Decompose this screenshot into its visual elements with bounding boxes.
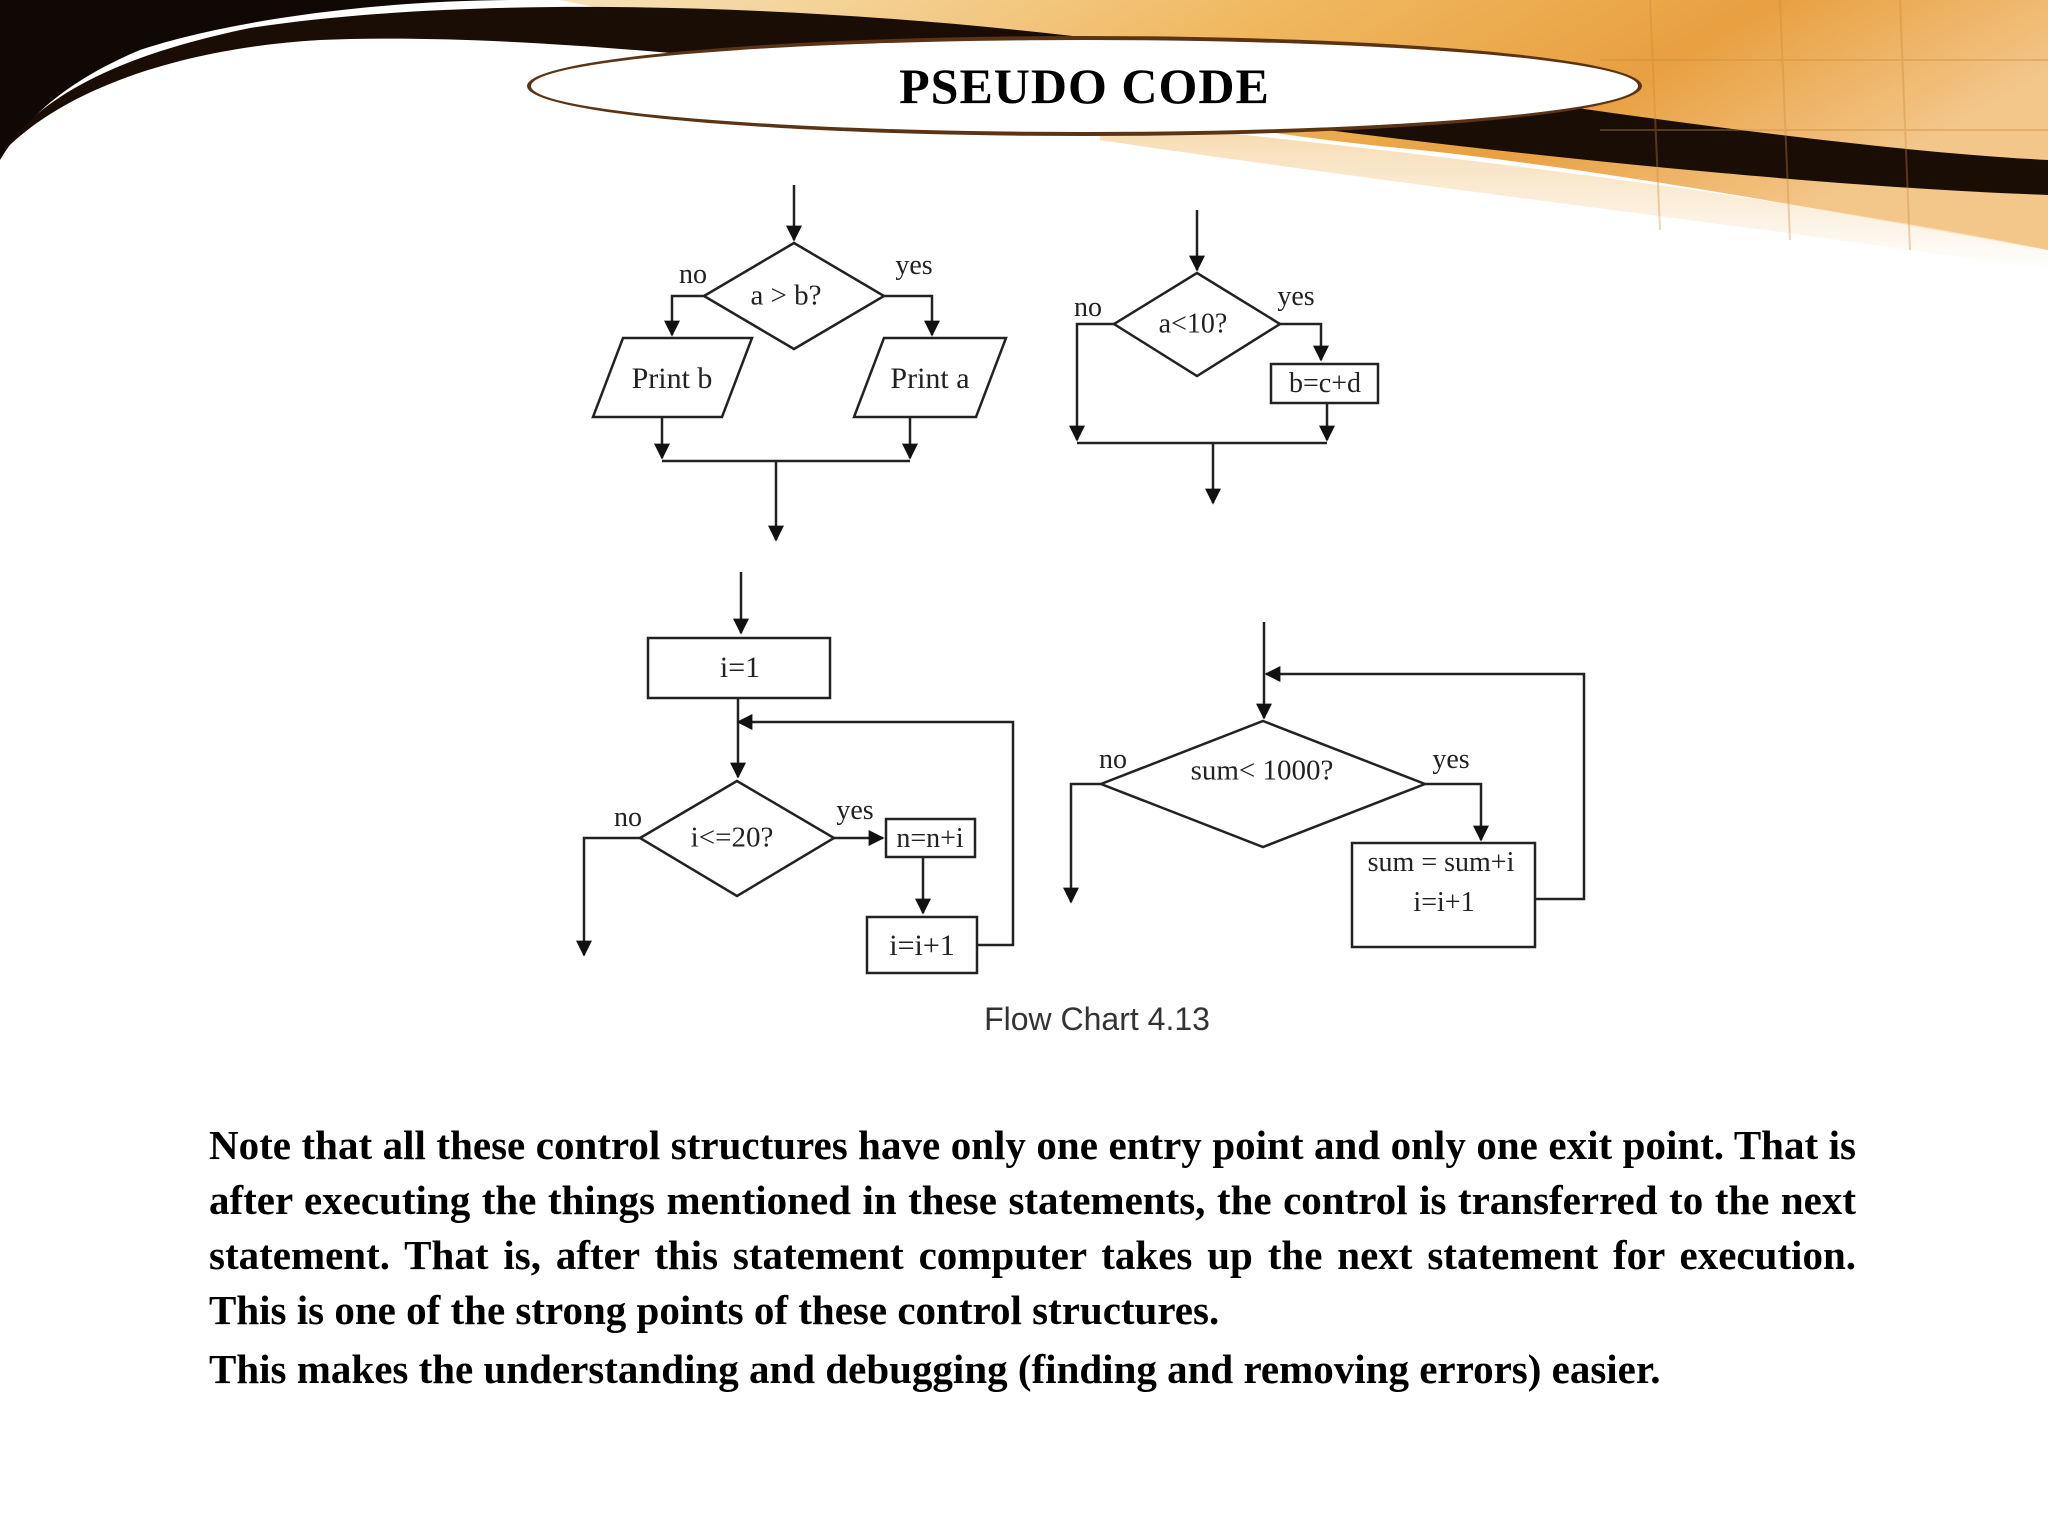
body-text: Note that all these control structures h… xyxy=(209,1118,1856,1397)
if-else-flowchart xyxy=(591,185,1008,542)
if-only-yes-branch xyxy=(1280,322,1329,362)
for-loop-flowchart xyxy=(576,572,1015,975)
paragraph-debugging: This makes the understanding and debuggi… xyxy=(209,1346,1661,1392)
while-loop-decision-label: sum< 1000? xyxy=(1191,755,1334,787)
for-loop-labels: i=1 i<=20? no yes n=n+i i=i+1 xyxy=(614,651,964,962)
i-equals-i-plus-1-box xyxy=(865,915,979,975)
if-only-decision-label: a<10? xyxy=(1159,308,1228,339)
for-loop-decision-diamond xyxy=(637,779,837,898)
if-else-decision-diamond xyxy=(701,241,887,351)
banner-texture xyxy=(1600,0,2048,251)
while-loop-yes-label: yes xyxy=(1432,744,1469,775)
flowchart-caption: Flow Chart 4.13 xyxy=(984,1001,1210,1037)
while-loop-body-line2: i=i+1 xyxy=(1413,887,1474,918)
print-b-label: Print b xyxy=(632,362,713,395)
n-equals-n-plus-i-box xyxy=(884,817,977,859)
banner-dark-arc xyxy=(0,6,2048,195)
for-loop-increment-label: i=i+1 xyxy=(889,929,955,962)
if-only-decision-diamond xyxy=(1111,271,1283,378)
print-b-parallelogram xyxy=(591,336,754,419)
if-only-labels: a<10? no yes b=c+d xyxy=(1074,281,1361,399)
print-a-label: Print a xyxy=(890,362,969,395)
for-loop-decision-label: i<=20? xyxy=(691,822,774,854)
if-else-yes-branch xyxy=(884,294,940,337)
while-loop-body-box xyxy=(1350,841,1537,949)
banner-gold-fade xyxy=(1100,120,2048,270)
for-loop-init-label: i=1 xyxy=(720,651,760,684)
if-only-yes-box-label: b=c+d xyxy=(1289,368,1361,399)
title-oval: PSEUDO CODE xyxy=(527,36,1642,136)
while-loop-no-branch xyxy=(1063,782,1101,904)
if-else-no-branch xyxy=(664,294,704,337)
page-title: PSEUDO CODE xyxy=(899,58,1270,114)
while-loop-flowchart xyxy=(1063,622,1586,949)
while-loop-decision-diamond xyxy=(1097,719,1429,849)
if-else-no-label: no xyxy=(679,259,707,290)
while-loop-yes-branch xyxy=(1425,782,1489,842)
while-loop-labels: sum< 1000? no yes sum = sum+i i=i+1 xyxy=(1099,744,1515,918)
if-only-no-label: no xyxy=(1074,292,1102,323)
for-loop-body-label: n=n+i xyxy=(896,823,964,854)
if-else-yes-label: yes xyxy=(895,250,932,281)
while-loop-no-label: no xyxy=(1099,744,1127,775)
flowchart-diagram: a > b? no yes Print b Print a a<10? no y… xyxy=(576,185,1586,1037)
for-loop-yes-label: yes xyxy=(836,795,873,826)
if-only-flowchart xyxy=(1069,210,1380,505)
while-loop-body-line1: sum = sum+i xyxy=(1368,847,1515,878)
print-a-parallelogram xyxy=(852,336,1008,419)
for-loop-no-label: no xyxy=(614,802,642,833)
paragraph-control-structures: Note that all these control structures h… xyxy=(209,1122,1856,1333)
banner-dark-swoosh xyxy=(0,0,520,160)
if-else-decision-label: a > b? xyxy=(750,280,821,312)
if-else-labels: a > b? no yes Print b Print a xyxy=(632,250,970,395)
if-only-yes-label: yes xyxy=(1277,281,1314,312)
while-loop-back-edge xyxy=(1264,666,1586,901)
b-equals-c-plus-d-box xyxy=(1269,362,1380,405)
for-loop-back-edge xyxy=(736,714,1015,947)
for-loop-no-branch xyxy=(576,836,640,957)
if-only-no-branch xyxy=(1069,322,1114,442)
